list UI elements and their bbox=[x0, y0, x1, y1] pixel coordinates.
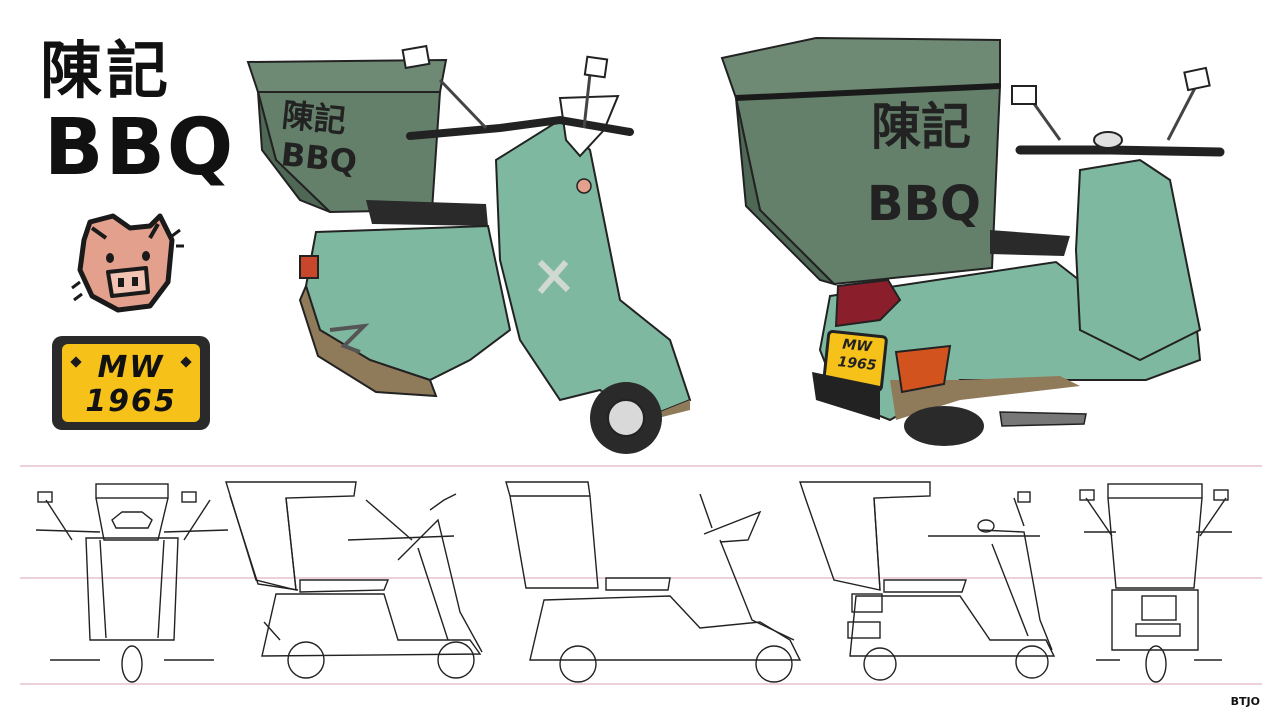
right-box-bbq: BBQ bbox=[867, 176, 981, 232]
scooter-rear-three-quarter bbox=[720, 36, 1225, 446]
pig-head-icon bbox=[71, 213, 184, 313]
lineart-three-quarter-view bbox=[799, 481, 1056, 681]
logo-cjk-text: 陳記 bbox=[40, 34, 173, 107]
license-plate bbox=[52, 336, 210, 430]
lineart-front-view bbox=[35, 483, 229, 683]
license-plate-text: MW 1965 bbox=[52, 336, 210, 430]
artist-signature: BTJO bbox=[1230, 695, 1260, 708]
lineart-side-view-left bbox=[505, 481, 802, 683]
scooter-front-three-quarter bbox=[246, 44, 692, 454]
lineart-side-view-right bbox=[225, 481, 483, 679]
lineart-rear-view bbox=[1079, 483, 1232, 683]
plate-line1: MW bbox=[97, 350, 165, 385]
logo-bbq-text: BBQ bbox=[44, 103, 236, 193]
right-box-cjk: 陳記 bbox=[871, 98, 971, 156]
turnaround-guides bbox=[20, 465, 1262, 685]
plate-line2: 1965 bbox=[85, 384, 177, 419]
